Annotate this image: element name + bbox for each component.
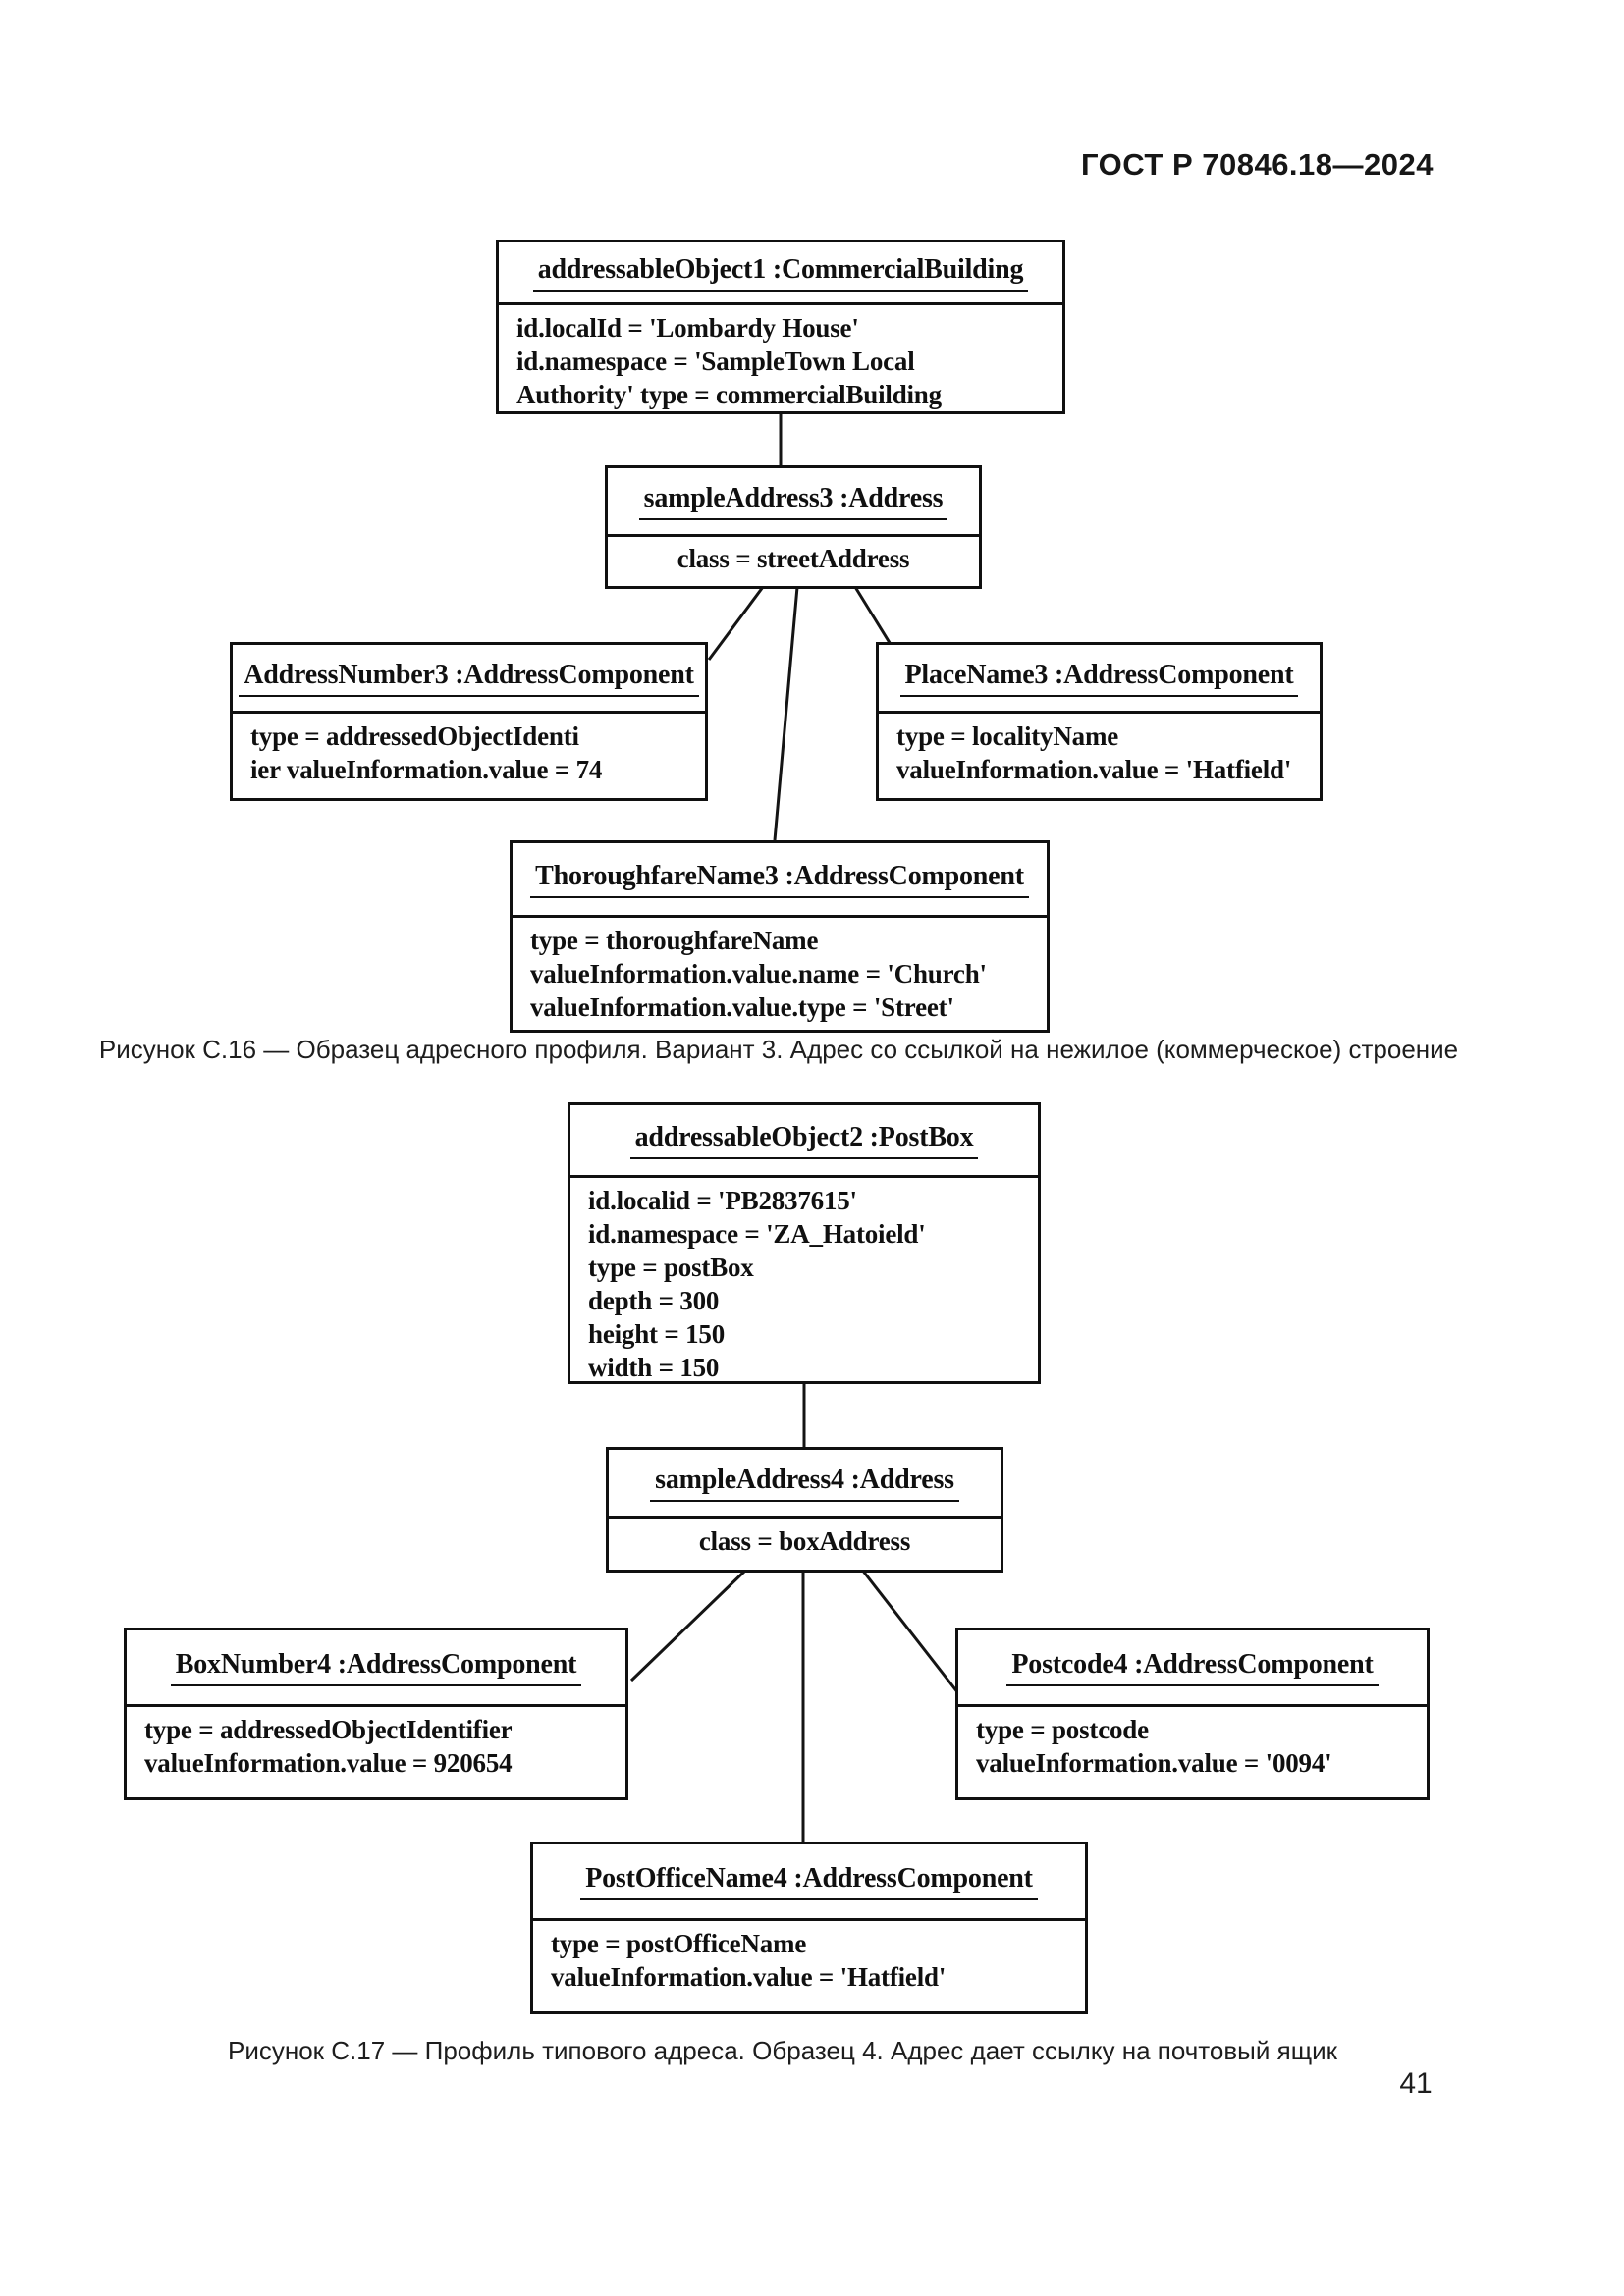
attribute-line: width = 150 [588, 1353, 720, 1382]
object-box-thoroughfare-name3: ThoroughfareName3 :AddressComponent type… [510, 840, 1050, 1033]
attribute-line: valueInformation.value.type = 'Street' [530, 992, 954, 1022]
attribute-line: type = addressedObjectIdentifier [144, 1715, 513, 1744]
object-attributes-compartment: id.localid = 'PB2837615' id.namespace = … [570, 1178, 1038, 1384]
object-box-title-compartment: PlaceName3 :AddressComponent [879, 645, 1320, 714]
object-title: sampleAddress4 :Address [650, 1465, 959, 1502]
attribute-line: type = postBox [588, 1253, 754, 1282]
connector-address3-to-thoroughfarename3 [773, 586, 799, 841]
object-box-post-office-name4: PostOfficeName4 :AddressComponent type =… [530, 1842, 1088, 2014]
page-number: 41 [1399, 2067, 1433, 2100]
attribute-line: ier valueInformation.value = 74 [250, 755, 603, 784]
object-title: PlaceName3 :AddressComponent [899, 660, 1299, 697]
object-attributes-compartment: type = thoroughfareName valueInformation… [513, 918, 1047, 1030]
attribute-line: valueInformation.value.name = 'Church' [530, 959, 987, 988]
object-attributes-compartment: class = streetAddress [608, 537, 979, 586]
attribute-line: type = postOfficeName [551, 1929, 807, 1958]
connector-address4-to-postcode4 [860, 1569, 960, 1694]
figure-c16-caption: Рисунок С.16 — Образец адресного профиля… [98, 1035, 1459, 1064]
attribute-line: height = 150 [588, 1319, 725, 1349]
figure-c17-caption: Рисунок С.17 — Профиль типового адреса. … [228, 2036, 1337, 2065]
object-box-sample-address3: sampleAddress3 :Address class = streetAd… [605, 465, 982, 589]
object-box-title-compartment: sampleAddress4 :Address [609, 1450, 1001, 1519]
object-title: AddressNumber3 :AddressComponent [239, 660, 699, 697]
object-title: sampleAddress3 :Address [638, 483, 948, 520]
object-attributes-compartment: type = addressedObjectIdenti ier valueIn… [233, 714, 705, 798]
attribute-line: type = addressedObjectIdenti [250, 721, 579, 751]
attribute-line: type = thoroughfareName [530, 926, 819, 955]
object-attributes-compartment: class = boxAddress [609, 1519, 1001, 1570]
object-box-addressable-object1: addressableObject1 :CommercialBuilding i… [496, 240, 1065, 414]
attribute-line: Authority' type = commercialBuilding [516, 380, 942, 409]
object-box-addressable-object2: addressableObject2 :PostBox id.localid =… [568, 1102, 1041, 1384]
attribute-line: id.namespace = 'SampleTown Local [516, 347, 915, 376]
attribute-line: id.namespace = 'ZA_Hatoield' [588, 1219, 926, 1249]
object-box-title-compartment: addressableObject1 :CommercialBuilding [499, 242, 1062, 305]
object-title: addressableObject2 :PostBox [629, 1122, 979, 1159]
attribute-line: valueInformation.value = 'Hatfield' [551, 1962, 947, 1992]
object-box-title-compartment: PostOfficeName4 :AddressComponent [533, 1844, 1085, 1921]
attribute-line: depth = 300 [588, 1286, 720, 1315]
object-attributes-compartment: id.localId = 'Lombardy House' id.namespa… [499, 305, 1062, 411]
object-box-title-compartment: addressableObject2 :PostBox [570, 1105, 1038, 1178]
attribute-line: id.localid = 'PB2837615' [588, 1186, 857, 1215]
object-box-title-compartment: Postcode4 :AddressComponent [958, 1630, 1427, 1707]
object-box-title-compartment: sampleAddress3 :Address [608, 468, 979, 537]
object-title: BoxNumber4 :AddressComponent [170, 1649, 582, 1686]
object-attributes-compartment: type = localityName valueInformation.val… [879, 714, 1320, 798]
object-box-title-compartment: AddressNumber3 :AddressComponent [233, 645, 705, 714]
attribute-line: valueInformation.value = '0094' [976, 1748, 1332, 1778]
connector-address3-to-placename3 [853, 586, 893, 647]
object-title: addressableObject1 :CommercialBuilding [532, 254, 1029, 292]
attribute-line: class = streetAddress [677, 544, 910, 573]
attribute-line: id.localId = 'Lombardy House' [516, 313, 859, 343]
attribute-line: valueInformation.value = 'Hatfield' [896, 755, 1292, 784]
object-box-title-compartment: BoxNumber4 :AddressComponent [127, 1630, 625, 1707]
attribute-line: type = localityName [896, 721, 1119, 751]
object-title: Postcode4 :AddressComponent [1006, 1649, 1379, 1686]
attribute-line: valueInformation.value = 920654 [144, 1748, 513, 1778]
object-box-sample-address4: sampleAddress4 :Address class = boxAddre… [606, 1447, 1003, 1573]
object-attributes-compartment: type = addressedObjectIdentifier valueIn… [127, 1707, 625, 1797]
object-attributes-compartment: type = postcode valueInformation.value =… [958, 1707, 1427, 1797]
object-box-address-number3: AddressNumber3 :AddressComponent type = … [230, 642, 708, 801]
attribute-line: type = postcode [976, 1715, 1149, 1744]
object-title: PostOfficeName4 :AddressComponent [580, 1863, 1038, 1900]
object-box-title-compartment: ThoroughfareName3 :AddressComponent [513, 843, 1047, 918]
document-standard-number: ГОСТ Р 70846.18—2024 [1081, 147, 1434, 182]
object-attributes-compartment: type = postOfficeName valueInformation.v… [533, 1921, 1085, 2011]
object-box-postcode4: Postcode4 :AddressComponent type = postc… [955, 1628, 1430, 1800]
object-title: ThoroughfareName3 :AddressComponent [530, 861, 1029, 898]
object-box-place-name3: PlaceName3 :AddressComponent type = loca… [876, 642, 1323, 801]
attribute-line: class = boxAddress [698, 1526, 911, 1556]
connector-address3-to-addressnumber3 [707, 586, 765, 661]
object-box-box-number4: BoxNumber4 :AddressComponent type = addr… [124, 1628, 628, 1800]
connector-address4-to-boxnumber4 [629, 1568, 748, 1682]
